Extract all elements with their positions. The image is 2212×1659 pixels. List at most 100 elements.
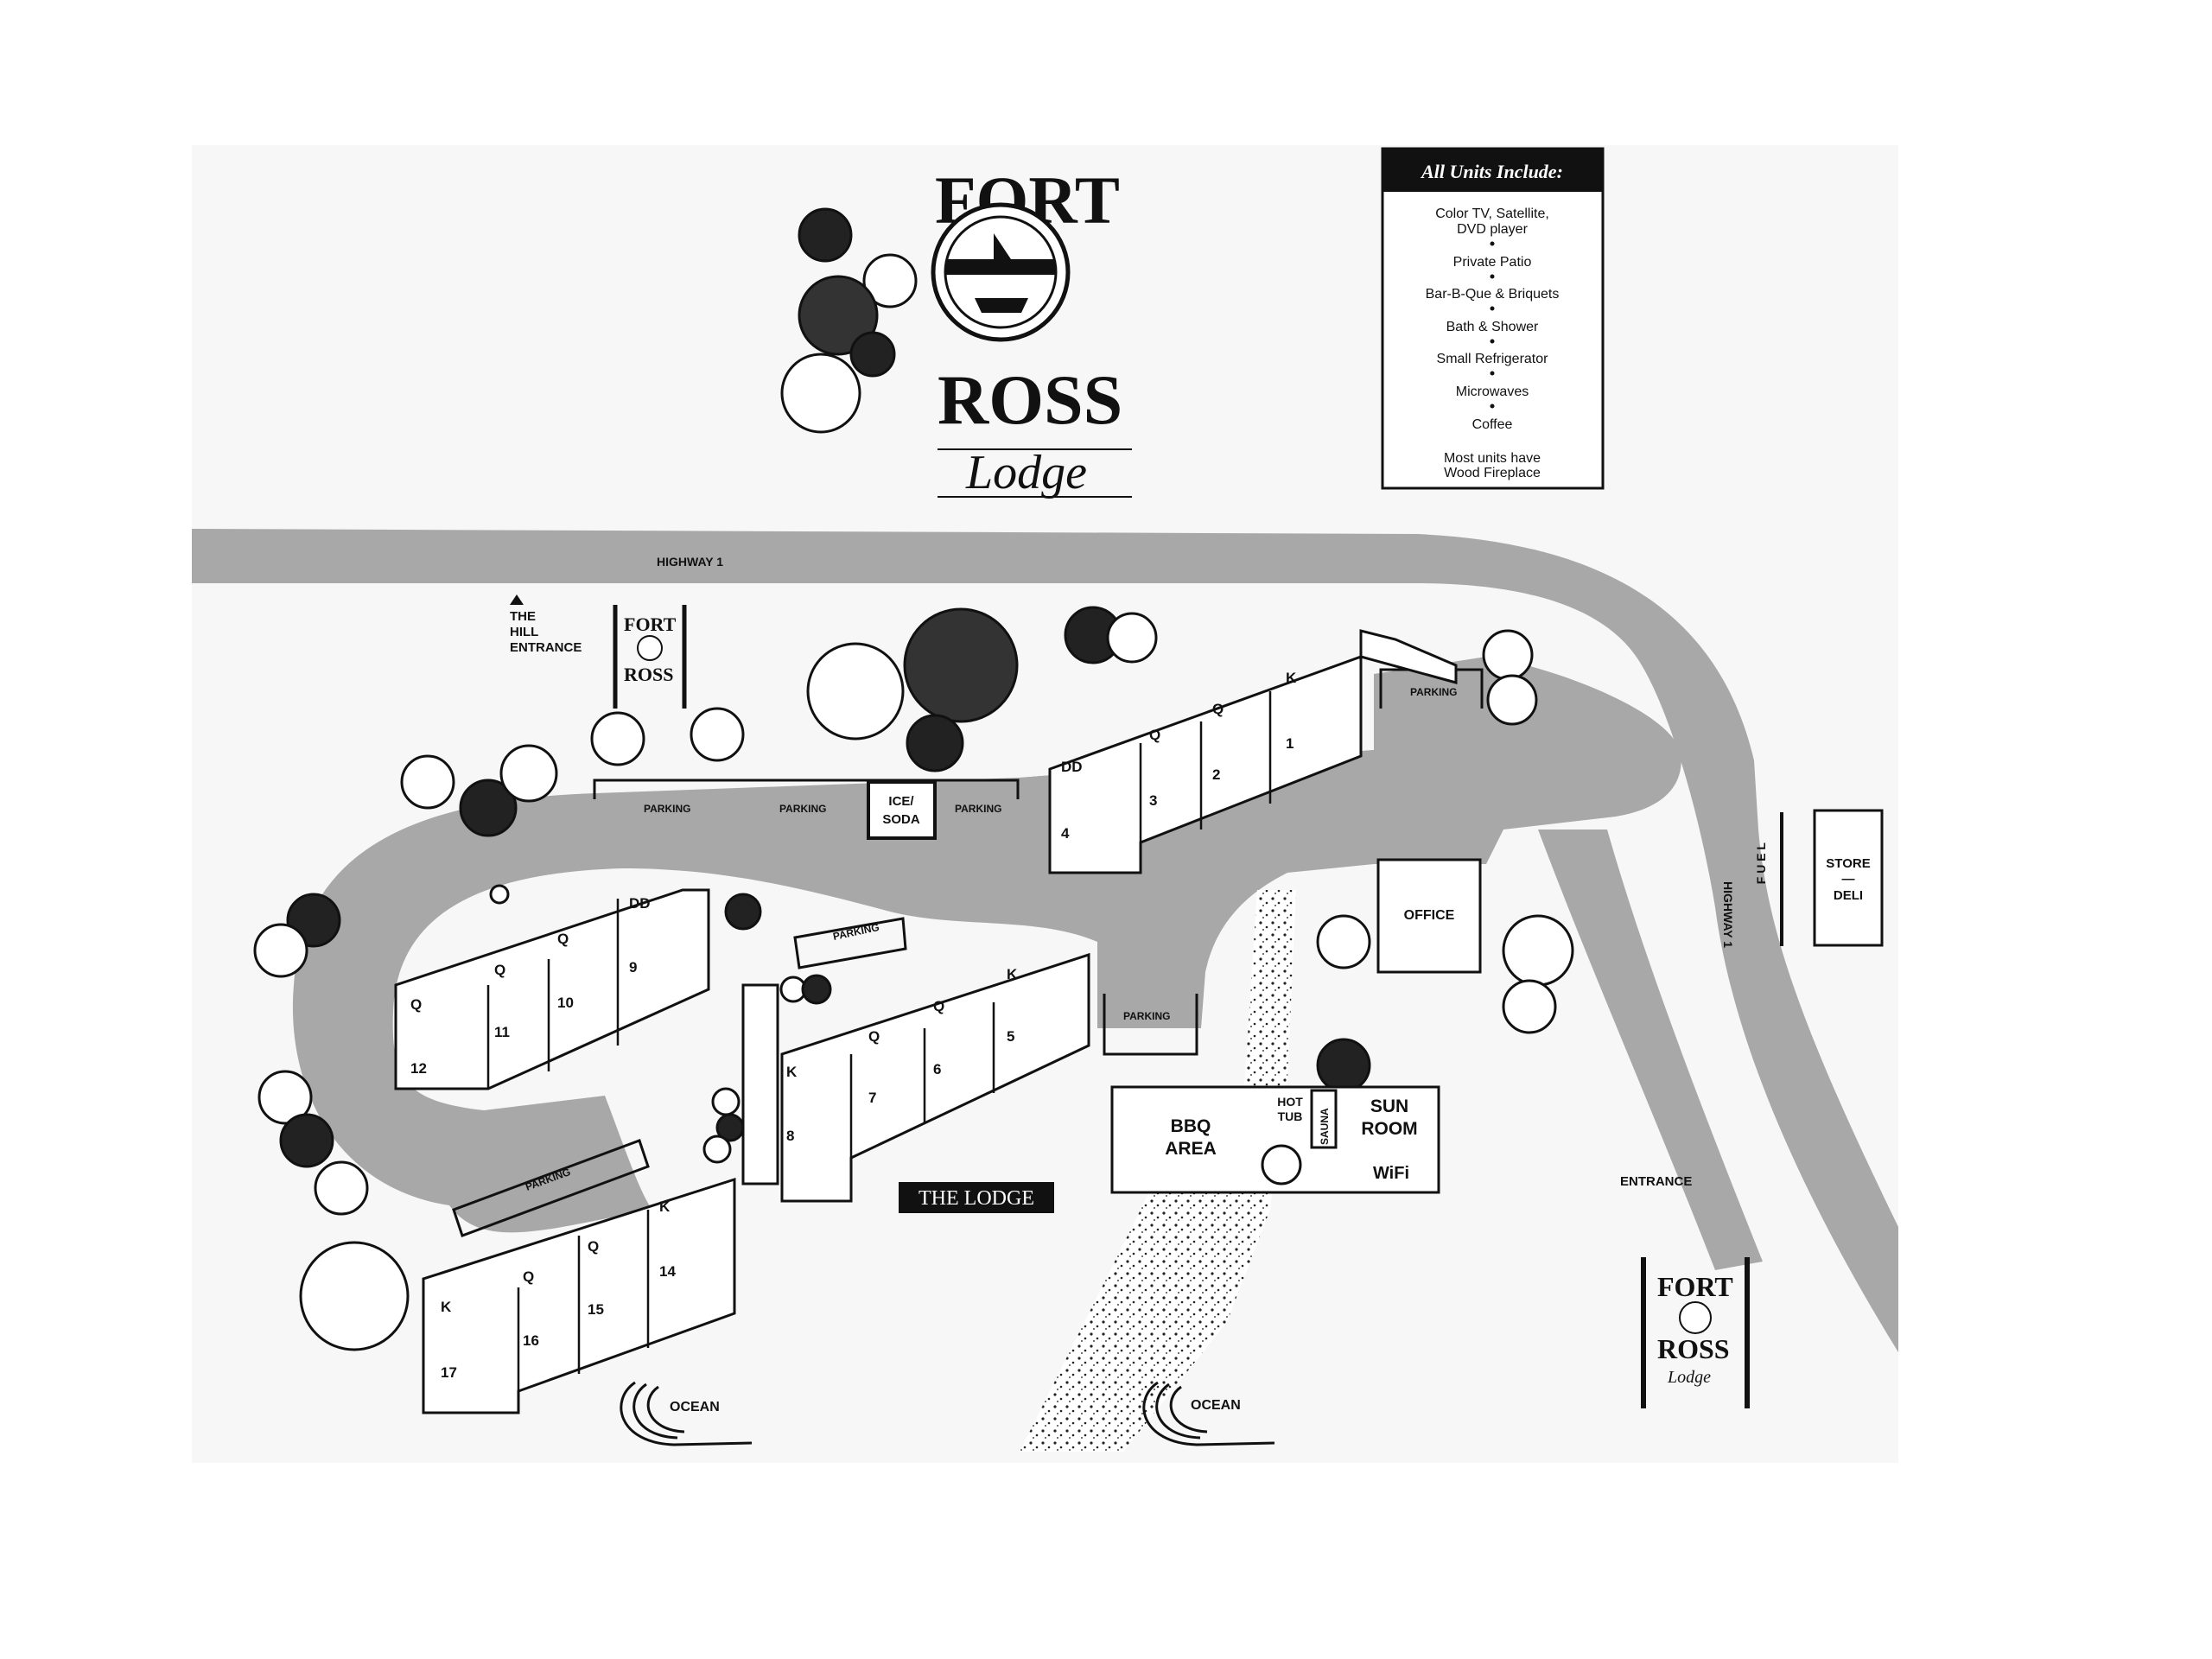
unit-type: DD xyxy=(1061,759,1083,775)
tree-icon xyxy=(499,744,558,803)
amenities-title: All Units Include: xyxy=(1420,161,1563,182)
tree-icon xyxy=(862,253,918,308)
the-lodge-banner: THE LODGE xyxy=(899,1182,1054,1213)
tree-icon xyxy=(1502,914,1574,987)
bbq-area-label: AREA xyxy=(1165,1139,1217,1159)
tree-icon xyxy=(906,714,964,772)
bbq-area-label: BBQ xyxy=(1171,1116,1211,1136)
amenity-item: Most units have xyxy=(1444,451,1541,466)
parking-label: PARKING xyxy=(779,803,826,815)
svg-text:STORE: STORE xyxy=(1826,856,1870,871)
entrance-road xyxy=(1538,830,1763,1270)
amenity-item: Coffee xyxy=(1472,417,1513,432)
tree-icon xyxy=(1316,1038,1371,1093)
amenity-item: Private Patio xyxy=(1453,255,1532,270)
unit-number: 7 xyxy=(868,1090,876,1106)
unit-number: 14 xyxy=(659,1263,676,1280)
ice-soda: ICE/ SODA xyxy=(867,780,937,840)
unit-type: Q xyxy=(557,931,569,947)
hill-entrance-sign: FORT ROSS xyxy=(613,605,687,709)
svg-text:FORT: FORT xyxy=(624,613,677,635)
amenity-item: Bar-B-Que & Briquets xyxy=(1426,287,1560,302)
upper-right-loop xyxy=(1374,657,1681,864)
ocean-marker xyxy=(620,1381,1275,1446)
hot-tub-label: TUB xyxy=(1278,1109,1303,1123)
sun-room-label: SUN xyxy=(1370,1096,1408,1116)
unit-number: 10 xyxy=(557,995,574,1011)
amenity-item: Microwaves xyxy=(1456,385,1529,399)
svg-text:SODA: SODA xyxy=(882,812,920,827)
unit-type: Q xyxy=(523,1268,534,1285)
unit-type: Q xyxy=(1149,727,1160,743)
unit-buildings xyxy=(394,629,1458,1414)
fort-ross-lodge-logo: FORT ROSS Lodge xyxy=(931,162,1132,499)
unit-dividers xyxy=(486,691,1272,1391)
amenity-item: DVD player xyxy=(1457,222,1528,237)
unit-type: Q xyxy=(1212,701,1224,717)
tree-icon xyxy=(489,884,510,905)
gravel-path xyxy=(1020,890,1296,1452)
unit-number: 11 xyxy=(494,1024,510,1040)
parking-label: PARKING xyxy=(644,803,690,815)
triangle-up-icon xyxy=(510,594,524,605)
tree-icon xyxy=(780,353,861,434)
entrance-sign: FORT ROSS Lodge xyxy=(1641,1257,1750,1408)
highway-1-label: HIGHWAY 1 xyxy=(657,555,723,569)
logo-lodge-script: Lodge xyxy=(965,446,1087,499)
hill-entrance-label: HILL xyxy=(510,625,538,639)
unit-number: 5 xyxy=(1007,1028,1014,1045)
unit-number: 4 xyxy=(1061,825,1070,842)
tree-icon xyxy=(711,1087,741,1116)
unit-number: 16 xyxy=(523,1332,539,1349)
wifi-label: WiFi xyxy=(1373,1164,1409,1183)
svg-text:—: — xyxy=(1842,872,1855,887)
unit-type: K xyxy=(786,1064,798,1080)
ocean-label: OCEAN xyxy=(670,1400,720,1414)
unit-type: K xyxy=(1286,670,1297,686)
lodge-complex: BBQ AREA HOT TUB SAUNA SUN ROOM WiFi xyxy=(1110,1085,1440,1194)
tree-icon xyxy=(903,607,1019,723)
hill-entrance-label: ENTRANCE xyxy=(510,640,582,655)
unit-type: K xyxy=(441,1299,452,1315)
tree-icon xyxy=(590,711,645,766)
tree-icon xyxy=(299,1241,410,1351)
unit-type: DD xyxy=(629,895,651,912)
tree-icon xyxy=(1106,612,1158,664)
unit-type: Q xyxy=(868,1028,880,1045)
fuel-label: F U E L xyxy=(1754,842,1768,885)
svg-text:OFFICE: OFFICE xyxy=(1404,908,1455,923)
tree-icon xyxy=(314,1160,369,1216)
svg-text:ROSS: ROSS xyxy=(624,664,673,685)
sauna-label: SAUNA xyxy=(1319,1108,1331,1145)
unit-number: 12 xyxy=(410,1060,427,1077)
amenities-box: All Units Include: Color TV, Satellite, … xyxy=(1381,147,1605,490)
parking-label: PARKING xyxy=(1410,686,1457,698)
amenity-item: Small Refrigerator xyxy=(1437,352,1549,366)
tree-icon xyxy=(849,331,896,378)
logo-ross: ROSS xyxy=(938,360,1122,439)
ocean-label: OCEAN xyxy=(1191,1398,1241,1413)
tree-icon xyxy=(1482,629,1534,681)
amenity-item: Wood Fireplace xyxy=(1444,466,1541,480)
unit-number: 2 xyxy=(1212,766,1220,783)
tree-icon xyxy=(702,1135,732,1164)
unit-labels: K 1 Q 2 Q 3 DD 4 K 5 Q 6 Q 7 K 8 DD 9 Q … xyxy=(410,670,1297,1381)
unit-number: 15 xyxy=(588,1301,604,1318)
hot-tub-label: HOT xyxy=(1277,1095,1303,1109)
tree-icon xyxy=(257,1070,313,1125)
tree-icon xyxy=(724,893,762,931)
entrance-label: ENTRANCE xyxy=(1620,1174,1692,1189)
svg-text:ICE/: ICE/ xyxy=(888,794,914,809)
tree-icon xyxy=(798,207,853,263)
store-deli: STORE — DELI xyxy=(1813,809,1884,947)
tree-icon xyxy=(1316,914,1371,969)
parking-label: PARKING xyxy=(955,803,1001,815)
tree-icon xyxy=(798,275,879,356)
unit-number: 6 xyxy=(933,1061,941,1077)
unit-type: Q xyxy=(588,1238,599,1255)
svg-text:Lodge: Lodge xyxy=(1667,1368,1711,1387)
office-building: OFFICE xyxy=(1376,858,1482,974)
parking-label: PARKING xyxy=(1123,1010,1170,1022)
svg-text:DELI: DELI xyxy=(1834,888,1863,903)
